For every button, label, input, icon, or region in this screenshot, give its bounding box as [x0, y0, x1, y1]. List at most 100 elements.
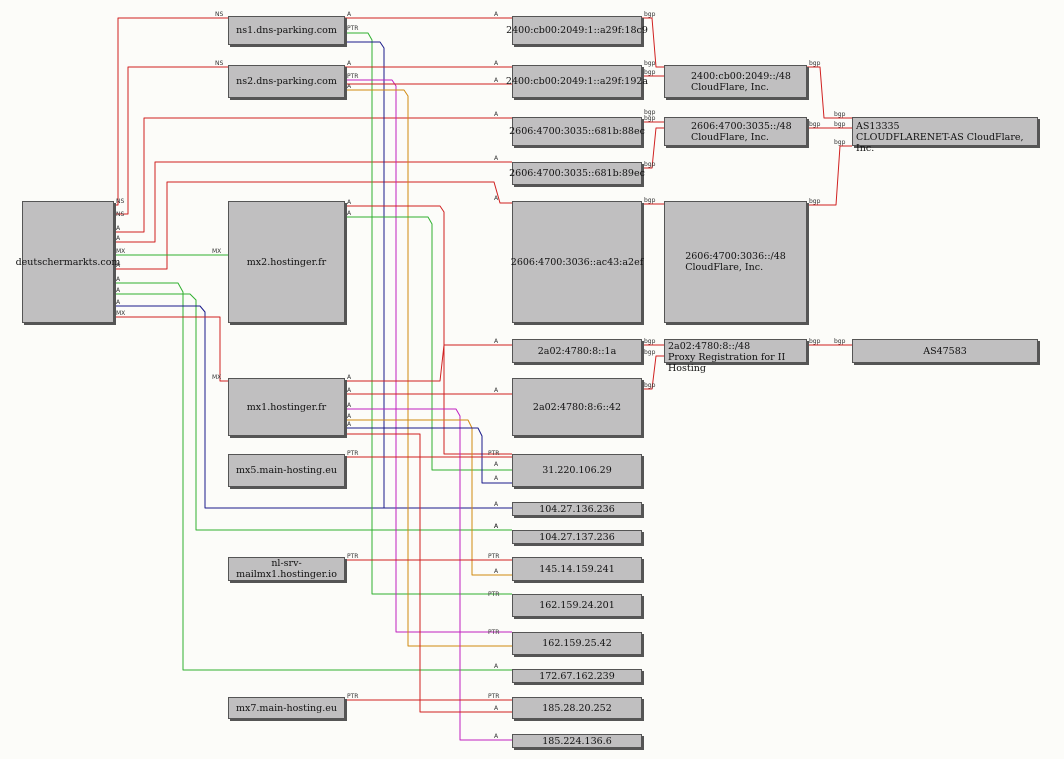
edge-label: MX — [212, 374, 221, 381]
ip-2a02-1a-node[interactable]: 2a02:4780:8::1a — [512, 339, 642, 363]
edge-a-31-c — [345, 427, 512, 484]
edge-a-89ec — [114, 161, 512, 243]
edge-label: PTR — [347, 553, 358, 560]
ip-162-25-node[interactable]: 162.159.25.42 — [512, 632, 642, 655]
edge-label: PTR — [488, 591, 499, 598]
edge-label: A — [494, 733, 499, 740]
mx7-node[interactable]: mx7.main-hosting.eu — [228, 697, 345, 719]
mx1-node[interactable]: mx1.hostinger.fr — [228, 378, 345, 436]
edge-label: A — [494, 111, 499, 118]
edge-a-a2ef — [114, 181, 512, 270]
edge-label: bgp — [834, 338, 846, 345]
as47583-node[interactable]: AS47583 — [852, 339, 1038, 363]
ns2-label: ns2.dns-parking.com — [236, 76, 337, 87]
net-2400-node[interactable]: 2400:cb00:2049::/48 CloudFlare, Inc. — [664, 65, 807, 98]
ip-104-136-node[interactable]: 104.27.136.236 — [512, 502, 642, 516]
ip-185-28-node[interactable]: 185.28.20.252 — [512, 697, 642, 719]
edge-label: PTR — [488, 629, 499, 636]
edge-label: A — [494, 523, 499, 530]
ip-162-24-node[interactable]: 162.159.24.201 — [512, 594, 642, 617]
edge-a-185-28 — [345, 433, 512, 713]
edge-label: A — [347, 421, 352, 428]
ns2-node[interactable]: ns2.dns-parking.com — [228, 65, 345, 98]
ip-2606-89ec-node[interactable]: 2606:4700:3035::681b:89ec — [509, 162, 645, 185]
mx2-node[interactable]: mx2.hostinger.fr — [228, 201, 345, 323]
edge-ns-ns1 — [114, 17, 228, 206]
edge-label: bgp — [834, 111, 846, 118]
ip-2606-a2ef-node[interactable]: 2606:4700:3036::ac43:a2ef — [510, 201, 644, 323]
ip-label: 2400:cb00:2049:1::a29f:192a — [505, 76, 649, 87]
edge-mx-mx1 — [114, 316, 228, 382]
edge-ptr-orange — [345, 89, 512, 647]
edge-label: MX — [212, 248, 221, 255]
net-2a02-node[interactable]: 2a02:4780:8::/48 Proxy Registration for … — [664, 339, 807, 374]
ip-104-137-node[interactable]: 104.27.137.236 — [512, 530, 642, 544]
nlsrv-label: nl-srv-mailmx1.hostinger.io — [236, 558, 337, 580]
ip-31-node[interactable]: 31.220.106.29 — [512, 454, 642, 487]
edge-label: A — [116, 276, 121, 283]
edge-label: bgp — [644, 115, 656, 122]
edge-label: bgp — [834, 139, 846, 146]
edge-label: bgp — [809, 60, 821, 67]
mx5-node[interactable]: mx5.main-hosting.eu — [228, 454, 345, 487]
edge-a-104-136 — [114, 305, 512, 509]
ip-label: 185.224.136.6 — [542, 735, 612, 747]
edge-label: bgp — [644, 161, 656, 168]
nlsrv-node[interactable]: nl-srv-mailmx1.hostinger.io — [228, 557, 345, 581]
edge-label: PTR — [488, 693, 499, 700]
net-3035-node[interactable]: 2606:4700:3035::/48 CloudFlare, Inc. — [664, 117, 807, 146]
mx5-label: mx5.main-hosting.eu — [236, 465, 337, 476]
edge-a-31-b — [345, 216, 512, 471]
edge-label: A — [347, 413, 352, 420]
as13335-node[interactable]: AS13335 CLOUDFLARENET-AS CloudFlare, Inc… — [852, 117, 1038, 154]
edge-label: bgp — [809, 121, 821, 128]
edge-label: A — [494, 501, 499, 508]
domain-node[interactable]: deutschermarkts.com — [16, 201, 120, 323]
edge-label: bgp — [644, 382, 656, 389]
domain-label: deutschermarkts.com — [15, 256, 121, 268]
ip-label: 2606:4700:3036::ac43:a2ef — [510, 256, 644, 268]
net-prefix: 2606:4700:3036::/48 — [685, 251, 786, 262]
ip-2400-18c9-node[interactable]: 2400:cb00:2049:1::a29f:18c9 — [506, 16, 648, 45]
edge-a-162-25 — [345, 79, 512, 633]
edge-bgp-2a02-b — [642, 355, 664, 390]
edge-label: A — [347, 199, 352, 206]
ip-label: 185.28.20.252 — [542, 702, 612, 714]
edge-label: A — [494, 387, 499, 394]
edge-label: bgp — [644, 197, 656, 204]
ns1-node[interactable]: ns1.dns-parking.com — [228, 16, 345, 45]
net-prefix: 2a02:4780:8::/48 — [668, 341, 751, 352]
ip-2400-192a-node[interactable]: 2400:cb00:2049:1::a29f:192a — [506, 65, 648, 98]
edge-bgp-3035-b — [642, 127, 664, 169]
edge-label: A — [494, 338, 499, 345]
edge-label: A — [494, 475, 499, 482]
edge-label: A — [116, 225, 121, 232]
edge-label: NS — [215, 11, 223, 18]
ip-145-node[interactable]: 145.14.159.241 — [512, 557, 642, 581]
edge-label: bgp — [644, 60, 656, 67]
mx1-label: mx1.hostinger.fr — [246, 401, 327, 413]
ip-2a02-42-node[interactable]: 2a02:4780:8:6::42 — [512, 378, 642, 436]
edge-label: A — [347, 11, 352, 18]
edge-a-2a02-1a — [345, 344, 512, 382]
ip-label: 104.27.136.236 — [539, 503, 615, 515]
edge-label: A — [494, 663, 499, 670]
ip-label: 2a02:4780:8::1a — [537, 345, 617, 357]
ip-label: 145.14.159.241 — [539, 563, 615, 575]
ip-2606-88ec-node[interactable]: 2606:4700:3035::681b:88ec — [509, 117, 645, 146]
edge-label: A — [347, 374, 352, 381]
edge-label: bgp — [644, 338, 656, 345]
edge-a-31 — [345, 205, 512, 455]
ip-label: 162.159.25.42 — [542, 638, 612, 649]
edge-label: PTR — [347, 73, 358, 80]
ip-label: 2606:4700:3035::681b:89ec — [509, 168, 645, 179]
net-owner: CloudFlare, Inc. — [685, 262, 764, 273]
ip-172-node[interactable]: 172.67.162.239 — [512, 669, 642, 683]
ip-185-224-node[interactable]: 185.224.136.6 — [512, 734, 642, 748]
edge-label: A — [494, 705, 499, 712]
edge-label: bgp — [809, 338, 821, 345]
net-3036-node[interactable]: 2606:4700:3036::/48 CloudFlare, Inc. — [664, 201, 807, 323]
edge-label: A — [494, 77, 499, 84]
edge-label: A — [116, 262, 121, 269]
